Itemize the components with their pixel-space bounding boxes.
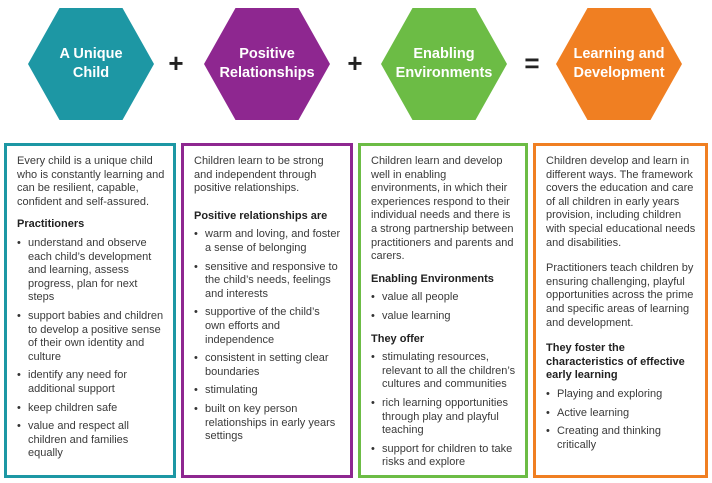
list-item: value and respect all children and famil… [17, 420, 165, 461]
list-item: Active learning [546, 407, 697, 421]
intro-text: Children develop and learn in different … [546, 155, 696, 249]
intro-text: Every child is a unique child who is con… [17, 155, 165, 208]
section-heading: Positive relationships are [194, 209, 328, 222]
list-item: built on key person relationships in ear… [194, 403, 342, 444]
hex-enabling-environments: Enabling Environments [381, 8, 507, 120]
hex-positive-relationships: Positive Relationships [204, 8, 330, 120]
hex-unique-child: A Unique Child [28, 8, 154, 120]
list-item: support babies and children to develop a… [17, 310, 165, 364]
bullet-list: understand and observe each child’s deve… [17, 237, 165, 461]
list-item: understand and observe each child’s deve… [17, 237, 165, 305]
hex-label: A Unique Child [59, 46, 123, 81]
bullet-list: warm and loving, and foster a sense of b… [194, 228, 342, 443]
list-item: support for children to take risks and e… [371, 443, 517, 470]
unique-child-box: Every child is a unique child who is con… [4, 143, 176, 478]
hex-label: Enabling Environments [395, 46, 493, 81]
learning-development-box: Children develop and learn in different … [533, 143, 708, 478]
section-heading: They offer [371, 332, 425, 345]
list-item: rich learning opportunities through play… [371, 397, 517, 438]
section-heading: They foster the characteristics of effec… [546, 342, 685, 382]
list-item: stimulating resources, relevant to all t… [371, 351, 517, 392]
list-item: Creating and thinking critically [546, 425, 697, 452]
list-item: value learning [371, 310, 517, 324]
hex-label: Positive Relationships [219, 46, 315, 81]
list-item: supportive of the child’s own efforts an… [194, 306, 342, 347]
equals-operator: = [524, 48, 540, 78]
list-item: value all people [371, 291, 517, 305]
list-item: sensitive and responsive to the child’s … [194, 261, 342, 302]
hex-learning-development: Learning and Development [556, 8, 682, 120]
bullet-list: value all people value learning [371, 291, 517, 323]
plus-operator: + [347, 48, 363, 78]
section-heading: Enabling Environments [371, 272, 494, 285]
list-item: warm and loving, and foster a sense of b… [194, 228, 342, 255]
list-item: stimulating [194, 384, 342, 398]
list-item: keep children safe [17, 402, 165, 416]
intro-text: Children learn to be strong and independ… [194, 155, 324, 195]
bullet-list: Playing and exploring Active learning Cr… [546, 388, 697, 452]
positive-relationships-box: Children learn to be strong and independ… [181, 143, 353, 478]
intro-text: Practitioners teach children by ensuring… [546, 262, 694, 329]
plus-operator: + [168, 48, 184, 78]
section-heading: Practitioners [17, 218, 85, 231]
bullet-list: stimulating resources, relevant to all t… [371, 351, 517, 470]
hex-label: Learning and Development [573, 46, 665, 81]
list-item: identify any need for additional support [17, 369, 165, 396]
list-item: consistent in setting clear boundaries [194, 352, 342, 379]
intro-text: Children learn and develop well in enabl… [371, 155, 514, 263]
enabling-environments-box: Children learn and develop well in enabl… [358, 143, 528, 478]
list-item: Playing and exploring [546, 388, 697, 402]
